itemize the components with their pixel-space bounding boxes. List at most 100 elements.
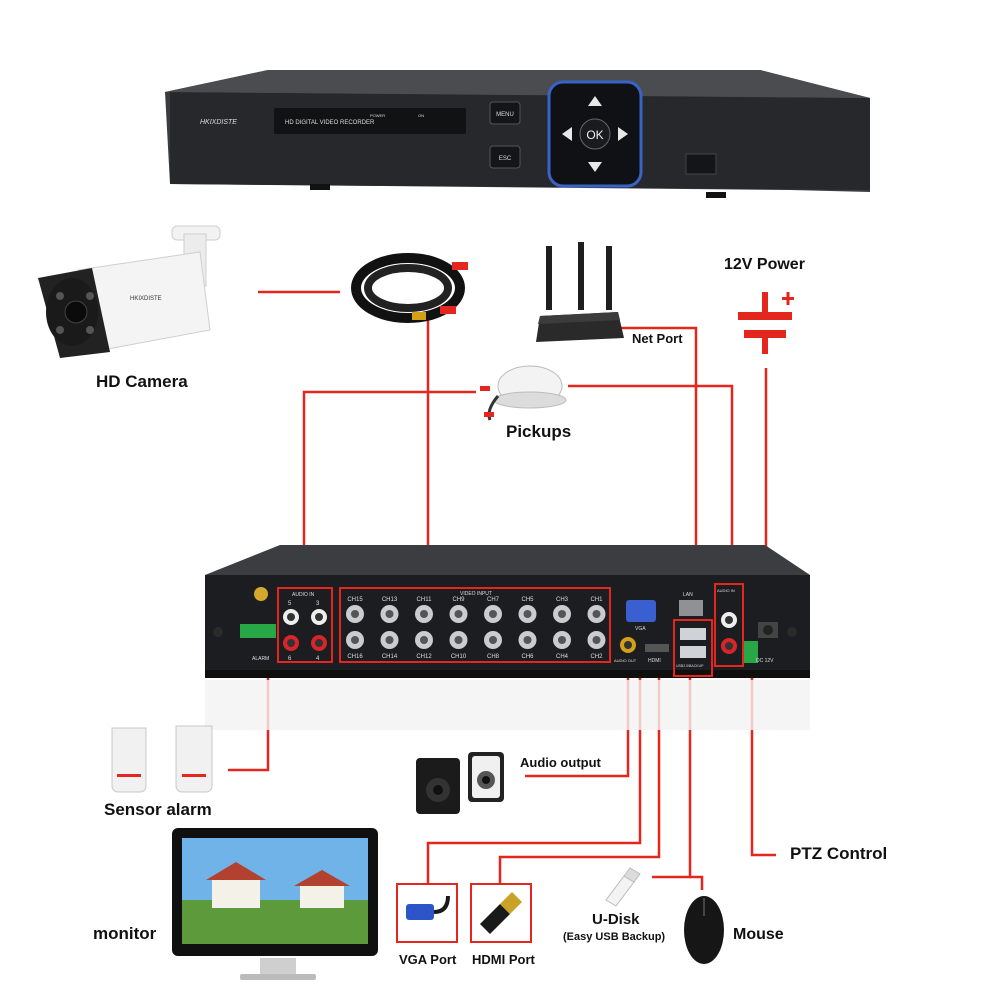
mouse-label: Mouse xyxy=(733,926,784,943)
audio-num-5: 5 xyxy=(288,601,292,607)
audio-in-left-highlight xyxy=(277,587,333,663)
bnc-connector-center xyxy=(351,610,359,618)
router xyxy=(536,242,624,342)
dvr-power-text: POWER xyxy=(370,113,385,118)
hdmi-connector xyxy=(645,644,669,652)
bnc-connector-center xyxy=(385,610,394,618)
vga-cable xyxy=(406,895,450,920)
bnc-connector-center xyxy=(385,636,394,644)
down-arrow-icon[interactable] xyxy=(588,162,602,172)
channel-label: CH15 xyxy=(347,597,363,603)
monitor-label: monitor xyxy=(93,924,157,943)
bnc-connector-center xyxy=(454,610,463,618)
audio-num-6: 6 xyxy=(288,656,292,662)
channel-label: CH8 xyxy=(487,654,500,660)
channel-label: CH16 xyxy=(347,654,363,660)
ok-button-label: OK xyxy=(586,128,603,142)
up-arrow-icon[interactable] xyxy=(588,96,602,106)
video-input-highlight xyxy=(339,587,611,663)
wires xyxy=(228,290,776,890)
channel-label: CH12 xyxy=(416,654,432,660)
hd-camera-label: HD Camera xyxy=(96,372,188,391)
u-disk-device xyxy=(605,867,641,907)
bnc-connector-center xyxy=(454,636,463,644)
hdmi-port-label: HDMI Port xyxy=(472,952,535,967)
pickup-microphone xyxy=(480,365,567,421)
channel-label: CH9 xyxy=(452,597,465,603)
alarm-label: ALARM xyxy=(252,656,269,662)
bnc-connector-center xyxy=(523,610,532,618)
bnc-connector-center xyxy=(558,636,566,644)
u-disk-sub-label: (Easy USB Backup) xyxy=(563,931,666,943)
u-disk-label: U-Disk xyxy=(592,911,640,928)
menu-button[interactable] xyxy=(489,101,521,125)
vga-text: VGA xyxy=(635,626,646,632)
audio-in-right-highlight xyxy=(714,583,744,667)
channel-label: CH13 xyxy=(382,597,398,603)
ptz-control-label: PTZ Control xyxy=(790,844,888,863)
ptz-terminal xyxy=(744,641,758,663)
channel-label: CH6 xyxy=(521,654,534,660)
dc-text: DC 12V xyxy=(756,658,774,664)
channel-label: CH3 xyxy=(556,597,569,603)
camera-brand: HKIXDISTE xyxy=(130,296,162,302)
coax-cable xyxy=(351,253,468,323)
dvr-on-text: ON xyxy=(418,113,424,118)
esc-button[interactable] xyxy=(489,145,521,169)
bnc-connector-center xyxy=(489,636,497,644)
audio-out-text: AUDIO OUT xyxy=(614,658,637,663)
monitor-device xyxy=(172,828,378,980)
hdmi-text: HDMI xyxy=(648,658,661,664)
net-port-label: Net Port xyxy=(632,331,683,346)
usb-highlight xyxy=(673,619,713,677)
audio-in-left-label: AUDIO IN xyxy=(292,592,315,598)
sensor-alarm-label: Sensor alarm xyxy=(104,800,212,819)
channel-label: CH11 xyxy=(417,597,433,603)
usb-note: USB2.0/BACKUP xyxy=(676,664,704,668)
lan-text: LAN xyxy=(683,592,693,598)
lan-port xyxy=(679,600,703,616)
bnc-connector-center xyxy=(592,636,601,644)
vga-connector xyxy=(626,600,656,622)
dvr-model-text: HD DIGITAL VIDEO RECORDER xyxy=(285,120,375,126)
left-arrow-icon[interactable] xyxy=(562,127,572,141)
usb-port-2 xyxy=(680,646,706,658)
bnc-connector-center xyxy=(558,610,566,618)
channel-label: CH7 xyxy=(487,597,500,603)
audio-num-3: 3 xyxy=(316,601,320,607)
ok-button[interactable] xyxy=(579,118,611,150)
bnc-connector-center xyxy=(523,636,532,644)
bnc-connector-center xyxy=(592,610,601,618)
channel-label: CH2 xyxy=(590,654,603,660)
mouse-device xyxy=(684,896,724,964)
bnc-connector-center xyxy=(351,636,359,644)
channel-label: CH1 xyxy=(590,597,603,603)
hd-camera: HKIXDISTE xyxy=(38,225,221,358)
vga-port-label: VGA Port xyxy=(399,952,457,967)
audio-in-right-label: AUDIO IN xyxy=(717,588,735,593)
channel-label: CH4 xyxy=(556,654,569,660)
dvr-brand: HKIXDISTE xyxy=(200,119,237,126)
speakers xyxy=(416,752,504,814)
channel-label: CH14 xyxy=(382,654,398,660)
usb-port-1 xyxy=(680,628,706,640)
channel-label: CH5 xyxy=(521,597,534,603)
right-arrow-icon[interactable] xyxy=(618,127,628,141)
bnc-connector-center xyxy=(420,610,428,618)
audio-num-4: 4 xyxy=(316,656,320,662)
power-symbol xyxy=(738,292,794,354)
power-12v-label: 12V Power xyxy=(724,256,805,273)
audio-output-label: Audio output xyxy=(520,755,601,770)
bnc-connector-center xyxy=(489,610,497,618)
esc-button-label: ESC xyxy=(499,156,512,162)
dvr-front-unit: HD DIGITAL VIDEO RECORDER POWER ON HKIXD… xyxy=(165,70,870,198)
bnc-connector-center xyxy=(420,636,428,644)
alarm-terminal xyxy=(240,624,276,638)
video-input-label: VIDEO INPUT xyxy=(460,591,492,597)
pickups-label: Pickups xyxy=(506,422,572,441)
menu-button-label: MENU xyxy=(496,112,514,118)
channel-label: CH10 xyxy=(451,654,467,660)
